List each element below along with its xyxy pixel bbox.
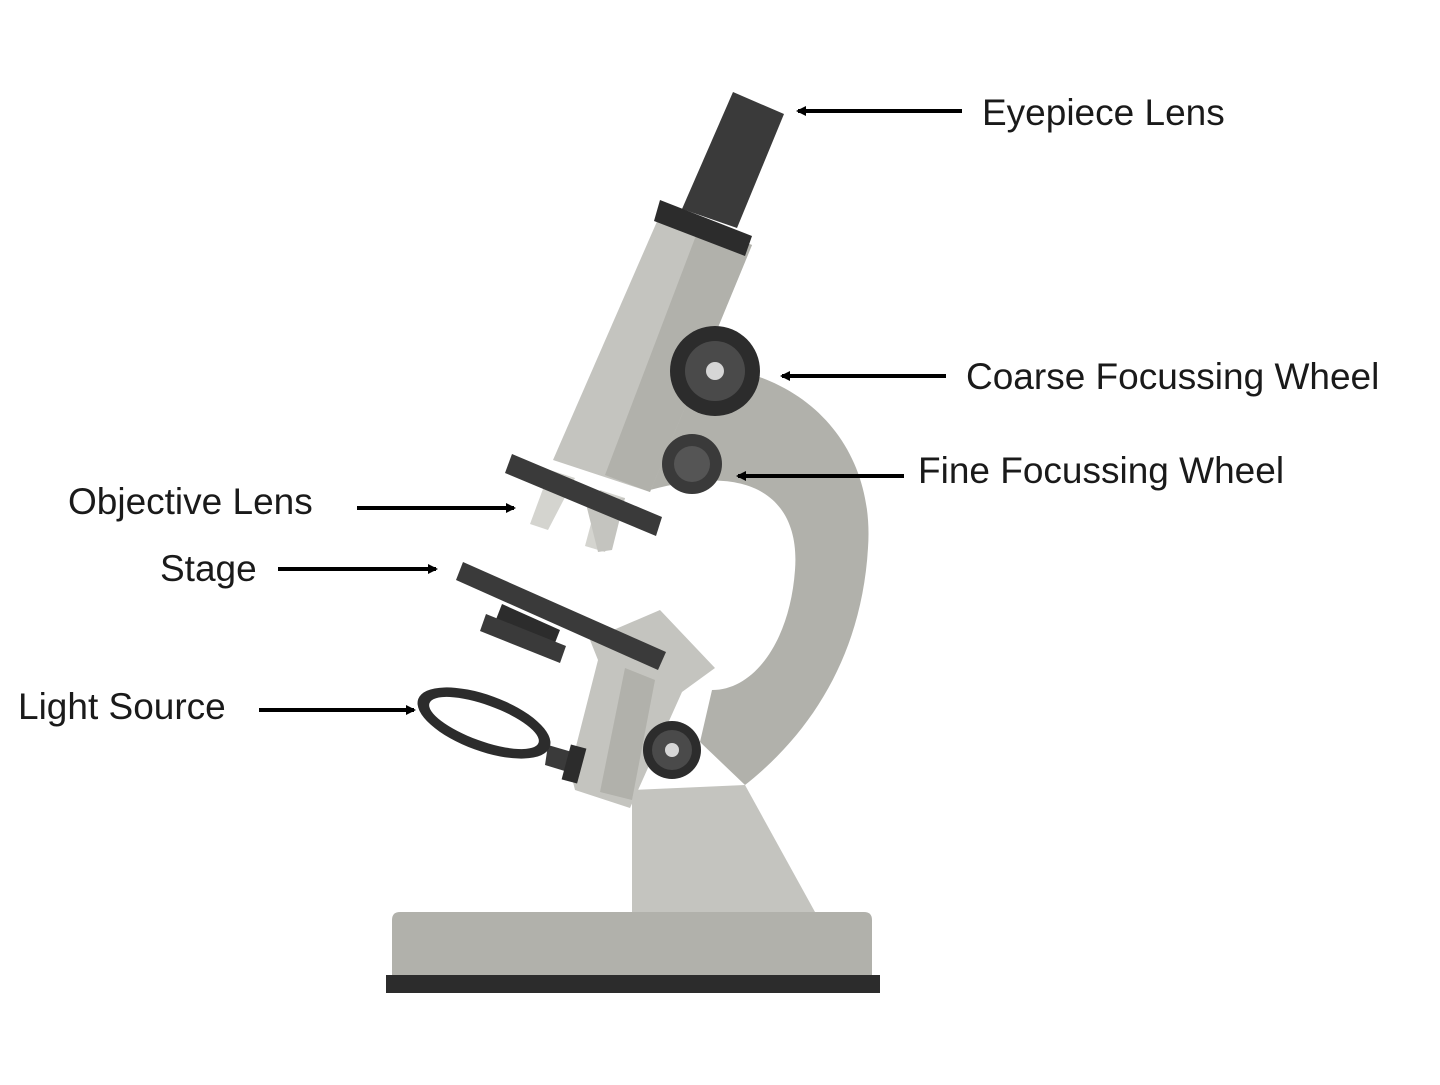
label-eyepiece-lens: Eyepiece Lens (982, 92, 1225, 133)
label-fine-focussing-wheel: Fine Focussing Wheel (918, 450, 1285, 491)
base (386, 912, 880, 993)
lower-limb (570, 610, 715, 808)
arm (650, 365, 869, 785)
stage-platform (456, 562, 666, 670)
label-stage: Stage (160, 548, 257, 589)
coarse-focus-knob (670, 326, 760, 416)
label-light-source: Light Source (18, 686, 226, 727)
pillar (632, 785, 815, 912)
fine-focus-knob (662, 434, 722, 494)
annotation-arrows (259, 106, 962, 715)
pivot-knob (643, 721, 701, 779)
eyepiece (654, 92, 784, 256)
label-objective-lens: Objective Lens (68, 481, 313, 522)
nosepiece (505, 454, 662, 536)
mirror (417, 687, 587, 784)
label-coarse-focussing-wheel: Coarse Focussing Wheel (966, 356, 1380, 397)
